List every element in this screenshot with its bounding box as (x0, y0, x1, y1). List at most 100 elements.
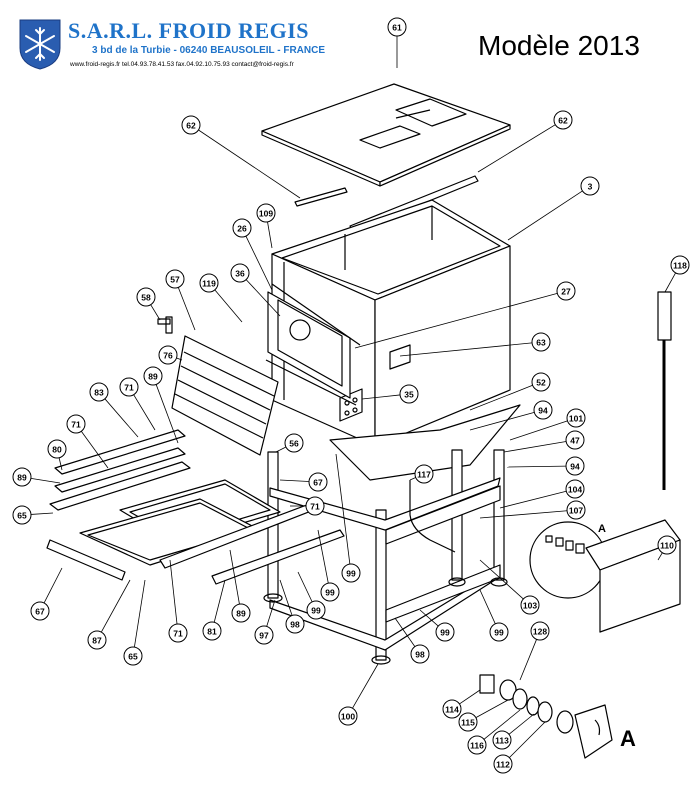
callout-leader-128 (519, 639, 537, 681)
callout-label-65: 65 (128, 652, 138, 662)
detail-a-fittings (479, 674, 613, 759)
callout-label-119: 119 (202, 279, 216, 289)
callout-label-67: 67 (35, 607, 45, 617)
callout-label-81: 81 (207, 627, 217, 637)
callout-leader-67 (279, 479, 310, 482)
callout-bubble-115 (458, 712, 478, 732)
callout-label-112: 112 (496, 760, 510, 770)
callout-leader-103 (479, 559, 524, 600)
callout-leader-35 (361, 394, 401, 400)
callout-label-80: 80 (52, 445, 62, 455)
callout-bubble-65 (123, 646, 143, 666)
front-door-panel (171, 335, 279, 456)
callout-leader-83 (104, 398, 139, 438)
callout-label-89: 89 (17, 473, 27, 483)
callout-bubble-76 (158, 345, 178, 365)
callout-leader-71 (80, 431, 109, 469)
callout-leader-65 (134, 579, 146, 648)
callout-bubble-112 (493, 754, 513, 774)
callout-leader-58 (150, 304, 161, 321)
callout-leader-119 (214, 289, 243, 323)
callout-leader-52 (469, 384, 533, 411)
callout-bubble-97 (254, 625, 274, 645)
callout-leader-115 (475, 699, 509, 719)
callout-bubble-114 (442, 699, 462, 719)
callout-label-113: 113 (495, 736, 509, 746)
callout-bubble-99 (320, 582, 340, 602)
callout-leader-97 (266, 599, 276, 627)
callout-label-94: 94 (538, 406, 548, 416)
callout-leader-107 (479, 510, 568, 519)
callout-label-110: 110 (660, 541, 674, 551)
callout-label-114: 114 (445, 705, 459, 715)
callout-label-27: 27 (561, 287, 571, 297)
callout-leader-99 (335, 453, 351, 565)
callout-bubble-116 (467, 735, 487, 755)
callout-leader-3 (507, 190, 583, 241)
callout-label-100: 100 (341, 712, 355, 722)
callout-label-52: 52 (536, 378, 546, 388)
callout-bubble-113 (492, 730, 512, 750)
rail-left (294, 187, 348, 207)
callout-bubble-81 (202, 621, 222, 641)
callout-bubble-83 (89, 382, 109, 402)
callout-bubble-89 (143, 366, 163, 386)
callout-label-76: 76 (163, 351, 173, 361)
callout-bubble-71 (168, 623, 188, 643)
callout-label-71: 71 (124, 383, 134, 393)
callout-bubble-61 (387, 17, 407, 37)
callout-label-71: 71 (71, 420, 81, 430)
callout-leader-112 (509, 721, 546, 758)
callout-leader-99 (419, 609, 439, 627)
callout-leader-114 (459, 689, 481, 705)
callout-bubble-67 (308, 472, 328, 492)
callout-leader-26 (245, 235, 273, 291)
callout-label-118: 118 (673, 261, 687, 271)
callout-leader-27 (354, 292, 558, 349)
callout-leader-65 (30, 512, 54, 515)
callout-bubble-103 (520, 595, 540, 615)
callout-bubble-117 (414, 464, 434, 484)
callout-label-104: 104 (568, 485, 582, 495)
callout-leader-109 (267, 221, 273, 249)
callout-leader-94 (506, 465, 567, 468)
detail-a-view (529, 519, 681, 633)
callout-leader-99 (297, 571, 313, 603)
callout-bubble-52 (531, 372, 551, 392)
door-mechanism (265, 283, 361, 406)
callout-bubble-57 (165, 269, 185, 289)
callout-leader-98 (394, 617, 416, 647)
callout-bubble-98 (285, 614, 305, 634)
callout-label-63: 63 (536, 338, 546, 348)
callout-label-99: 99 (494, 628, 504, 638)
callout-leader-81 (213, 579, 226, 623)
callout-leader-62 (198, 129, 301, 199)
snowflake-logo-icon (19, 19, 61, 70)
callout-bubble-47 (565, 430, 585, 450)
callout-leader-118 (664, 272, 676, 293)
callout-leader-101 (509, 420, 568, 441)
callout-leader-62 (477, 124, 556, 173)
callout-leader-67 (43, 567, 63, 604)
callout-bubble-35 (399, 384, 419, 404)
detail-a-label-large: A (620, 726, 636, 751)
callout-label-115: 115 (461, 718, 475, 728)
callout-leader-87 (100, 579, 131, 633)
callout-leader-89 (30, 478, 61, 484)
callout-label-35: 35 (404, 390, 414, 400)
callout-label-99: 99 (440, 628, 450, 638)
callout-label-36: 36 (235, 269, 245, 279)
callout-leader-56 (275, 446, 287, 453)
callout-bubble-62 (181, 115, 201, 135)
callout-bubble-89 (231, 603, 251, 623)
callout-leader-36 (245, 279, 281, 317)
callout-bubble-63 (531, 332, 551, 352)
callout-bubble-99 (489, 622, 509, 642)
callout-label-67: 67 (313, 478, 323, 488)
callout-leader-80 (58, 457, 63, 471)
callout-bubble-99 (435, 622, 455, 642)
callout-bubble-3 (580, 176, 600, 196)
callout-bubble-71 (305, 496, 325, 516)
